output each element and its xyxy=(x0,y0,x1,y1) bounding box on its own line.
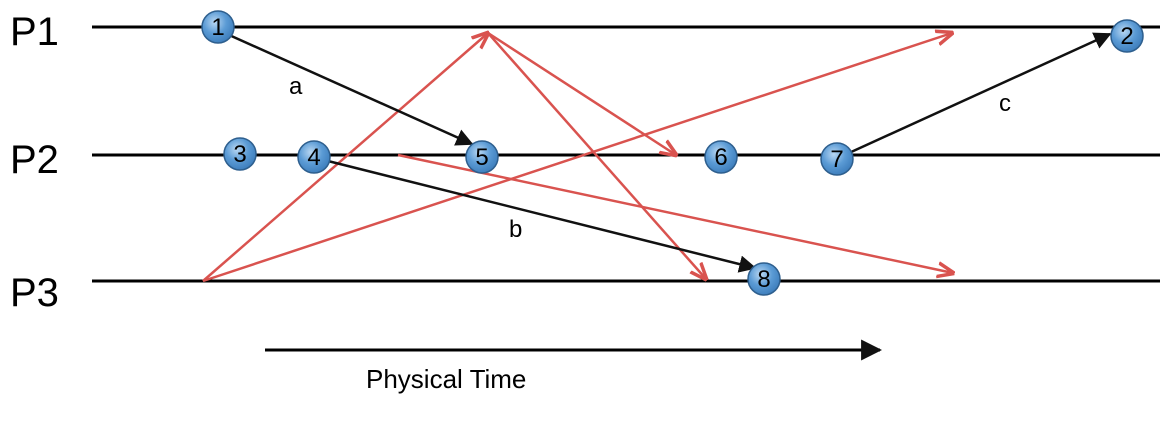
message-arrows xyxy=(217,28,1112,273)
message-label-b: b xyxy=(509,216,522,243)
message-label-c: c xyxy=(999,90,1011,117)
event-label-7: 7 xyxy=(830,146,843,173)
overlay-arrow xyxy=(487,31,676,155)
overlay-arrows xyxy=(202,31,953,283)
message-arrow-b xyxy=(315,156,757,273)
message-arrow-c xyxy=(837,32,1112,160)
event-label-2: 2 xyxy=(1120,23,1133,50)
event-label-1: 1 xyxy=(211,14,224,41)
event-node-6: 6 xyxy=(704,140,738,174)
event-node-4: 4 xyxy=(297,140,331,174)
message-arrow-a xyxy=(217,28,474,146)
message-label-a: a xyxy=(289,73,303,100)
event-node-7: 7 xyxy=(820,142,854,176)
event-label-5: 5 xyxy=(475,144,488,171)
overlay-arrow xyxy=(202,33,952,283)
process-label-p2: P2 xyxy=(10,138,59,182)
event-node-5: 5 xyxy=(465,140,499,174)
overlay-arrow xyxy=(202,33,488,282)
event-node-2: 2 xyxy=(1110,19,1144,53)
event-label-4: 4 xyxy=(307,144,320,171)
overlay-arrow xyxy=(487,32,706,279)
event-label-3: 3 xyxy=(233,141,246,168)
process-label-p3: P3 xyxy=(10,271,59,315)
overlay-arrow xyxy=(397,153,953,273)
physical-time-label: Physical Time xyxy=(366,364,526,394)
event-node-8: 8 xyxy=(747,262,781,296)
event-node-1: 1 xyxy=(201,10,235,44)
event-label-6: 6 xyxy=(714,144,727,171)
event-label-8: 8 xyxy=(757,266,770,293)
event-node-3: 3 xyxy=(223,137,257,171)
process-label-p1: P1 xyxy=(10,10,59,54)
